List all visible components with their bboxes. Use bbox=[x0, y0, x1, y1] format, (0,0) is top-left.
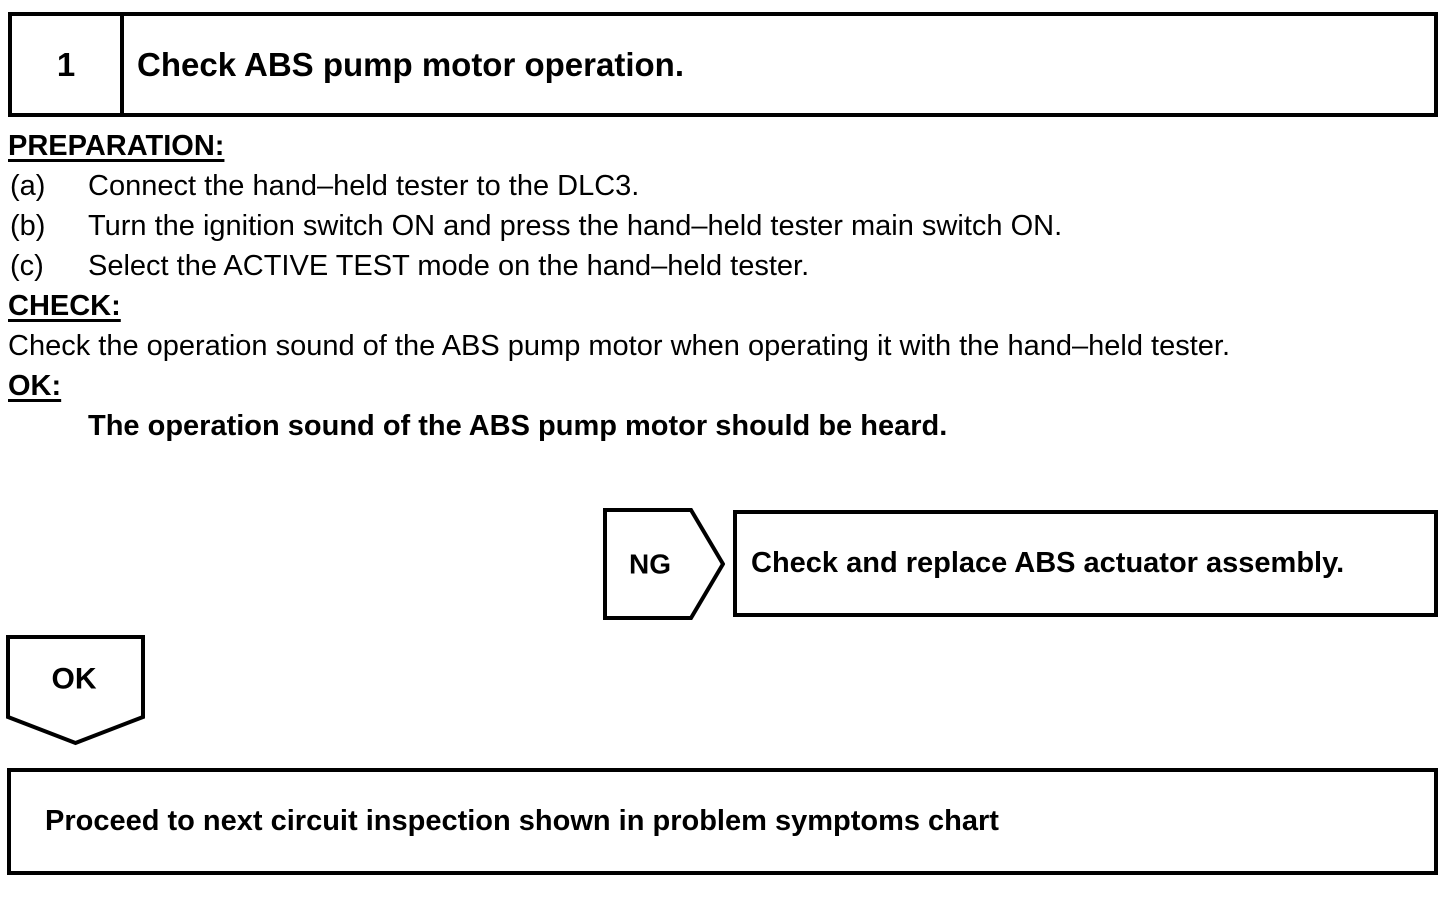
preparation-item-text: Turn the ignition switch ON and press th… bbox=[88, 210, 1063, 242]
ok-result-text: Proceed to next circuit inspection shown… bbox=[45, 805, 999, 837]
preparation-item: (b) Turn the ignition switch ON and pres… bbox=[8, 206, 1438, 246]
step-number: 1 bbox=[12, 16, 124, 113]
ok-connector-shape: OK bbox=[6, 635, 145, 746]
ng-action-box: Check and replace ABS actuator assembly. bbox=[733, 510, 1438, 617]
ng-connector-shape: NG bbox=[603, 508, 725, 620]
ng-label: NG bbox=[629, 549, 671, 580]
ok-result-box: Proceed to next circuit inspection shown… bbox=[7, 768, 1438, 875]
ok-criteria-text: The operation sound of the ABS pump moto… bbox=[88, 410, 948, 442]
preparation-item-text: Connect the hand–held tester to the DLC3… bbox=[88, 170, 640, 202]
preparation-item-label: (c) bbox=[10, 250, 44, 282]
ng-action-text: Check and replace ABS actuator assembly. bbox=[751, 547, 1345, 579]
check-heading: CHECK: bbox=[8, 290, 121, 322]
preparation-item-label: (b) bbox=[10, 210, 46, 242]
ok-heading: OK: bbox=[8, 370, 62, 402]
ok-label: OK bbox=[52, 663, 97, 696]
preparation-item: (c) Select the ACTIVE TEST mode on the h… bbox=[8, 246, 1438, 286]
preparation-item-text: Select the ACTIVE TEST mode on the hand–… bbox=[88, 250, 810, 282]
ng-pentagon-outline bbox=[603, 508, 725, 620]
preparation-heading: PREPARATION: bbox=[8, 130, 225, 162]
check-text: Check the operation sound of the ABS pum… bbox=[8, 330, 1231, 362]
preparation-item: (a) Connect the hand–held tester to the … bbox=[8, 166, 1438, 206]
step-header: 1 Check ABS pump motor operation. bbox=[8, 12, 1438, 117]
instructions-block: PREPARATION: (a) Connect the hand–held t… bbox=[8, 126, 1438, 446]
preparation-item-label: (a) bbox=[10, 170, 46, 202]
step-title: Check ABS pump motor operation. bbox=[137, 45, 684, 83]
ok-pentagon-outline bbox=[6, 635, 145, 746]
